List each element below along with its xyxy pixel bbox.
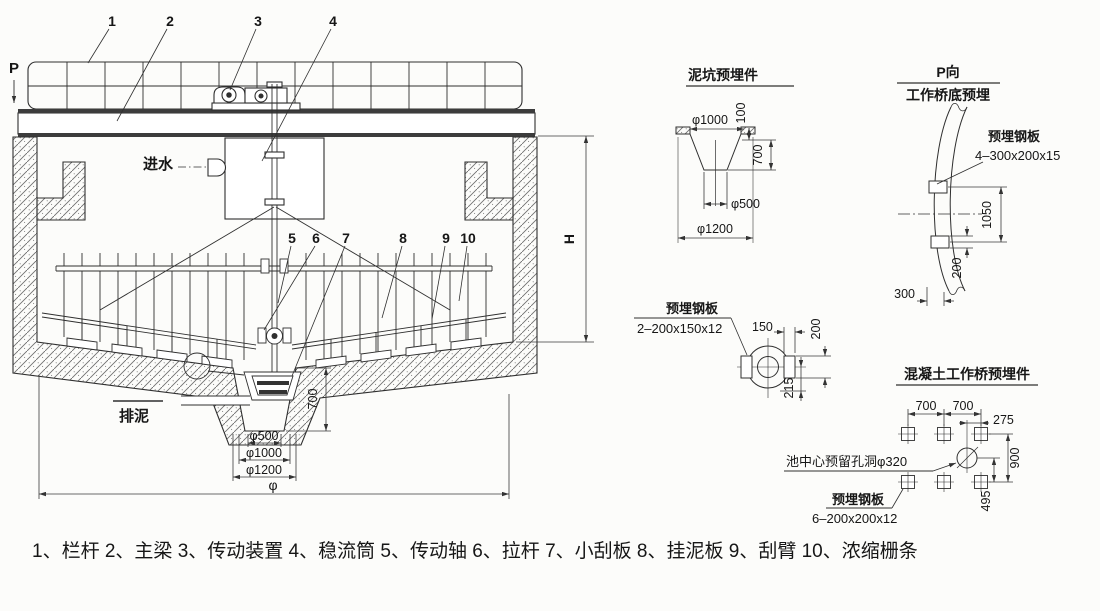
callout-9: 9	[442, 230, 450, 246]
work-bridge-plate-spec: 6–200x200x12	[812, 511, 897, 526]
legend-caption: 1、栏杆 2、主梁 3、传动装置 4、稳流筒 5、传动轴 6、拉杆 7、小刮板 …	[32, 540, 918, 562]
detail-mud-pit: 泥坑预埋件 φ1000 100 700 φ500 φ1200	[675, 67, 794, 243]
dim-overall-dia: φ	[268, 477, 277, 493]
inlet: 进水	[143, 155, 226, 177]
mud-pit-dim-bottom: φ500	[731, 197, 760, 211]
view-p-label: P	[9, 60, 19, 77]
bridge-bottom-plate-label: 预埋钢板	[988, 129, 1041, 144]
work-bridge-dim-b: 700	[953, 399, 974, 413]
center-plate-spec: 2–200x150x12	[637, 321, 722, 336]
callout-5: 5	[288, 230, 296, 246]
bridge-bottom-dim-spacing: 1050	[980, 201, 994, 229]
callout-3: 3	[254, 13, 262, 29]
work-bridge-labels: 池中心预留孔洞φ320 预埋钢板 6–200x200x12	[784, 454, 957, 526]
callout-1: 1	[108, 13, 116, 29]
detail-center-plate: 预埋钢板 2–200x150x12 150 200 215	[634, 301, 831, 401]
bridge-bottom-dim-edge: 300	[894, 287, 915, 301]
dim-pit-d500: φ500	[250, 429, 279, 443]
center-hole-label: 池中心预留孔洞φ320	[786, 454, 907, 469]
bridge-bottom-title: 工作桥底预埋	[906, 87, 990, 103]
right-launder	[464, 161, 514, 221]
tie-rods	[99, 206, 451, 311]
callout-8: 8	[399, 230, 407, 246]
sludge-pipe: 排泥	[113, 395, 250, 425]
detail-bridge-bottom: P向 工作桥底预埋 预埋钢板 4–300x200x15 1050 200 300	[894, 64, 1060, 306]
work-bridge-dim-v2: 495	[979, 491, 993, 512]
detail-work-bridge: 混凝土工作桥预埋件 700 700 27	[784, 366, 1038, 526]
left-launder	[36, 161, 86, 221]
work-bridge-dim-v: 900	[1008, 448, 1022, 469]
embed-plates	[898, 424, 991, 492]
view-direction-arrow: P	[9, 60, 19, 103]
drive-shaft	[264, 84, 285, 372]
dim-pit-d1000: φ1000	[246, 446, 282, 460]
thickening-grid	[55, 253, 493, 360]
dim-pit-depth: 700	[306, 389, 320, 410]
scraper-arms	[41, 312, 507, 369]
callout-10: 10	[460, 230, 476, 246]
mud-pit-dim-depth: 700	[751, 145, 765, 166]
mud-pit-dim-top: φ1000	[692, 113, 728, 127]
main-section-view: P	[9, 13, 594, 499]
main-dimensions: 700 φ500 φ1000 φ1200 φ H	[38, 135, 594, 499]
callout-4: 4	[329, 13, 337, 29]
bridge-bottom-plate-spec: 4–300x200x15	[975, 148, 1060, 163]
work-bridge-dim-a: 700	[916, 399, 937, 413]
sludge-label: 排泥	[119, 407, 149, 425]
stilling-well	[224, 137, 325, 220]
pit-scraper-frame	[183, 352, 302, 401]
callout-2: 2	[166, 13, 174, 29]
dim-height-h: H	[561, 234, 577, 244]
callout-6: 6	[312, 230, 320, 246]
mud-pit-dim-overall: φ1200	[697, 222, 733, 236]
center-plate-label: 预埋钢板	[666, 301, 719, 316]
mud-pit-dim-lip: 100	[734, 103, 748, 124]
callout-leaders	[87, 28, 468, 377]
mud-pit-title: 泥坑预埋件	[688, 67, 758, 83]
inlet-label: 进水	[143, 155, 174, 173]
center-plate-dim-width: 150	[752, 320, 773, 334]
work-bridge-title: 混凝土工作桥预埋件	[904, 366, 1030, 382]
callout-7: 7	[342, 230, 350, 246]
drive-unit	[211, 81, 301, 111]
work-bridge-dim-c: 275	[993, 413, 1014, 427]
main-beam	[17, 109, 536, 137]
bridge-bottom-dim-plate: 200	[950, 258, 964, 279]
dim-pit-d1200: φ1200	[246, 463, 282, 477]
work-bridge-plate-label: 预埋钢板	[832, 492, 885, 507]
bridge-bottom-view-label: P向	[936, 64, 959, 80]
callout-numbers: 1 2 3 4 5 6 7 8 9 10	[108, 13, 476, 246]
center-plate-dim-height: 200	[809, 319, 823, 340]
center-plate-dim-offset: 215	[782, 378, 796, 399]
